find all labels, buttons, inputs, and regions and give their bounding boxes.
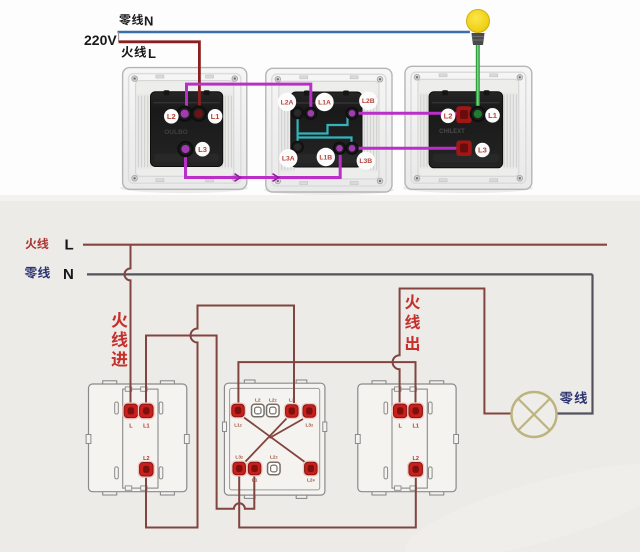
svg-text:L12: L12: [234, 423, 242, 429]
svg-text:L1: L1: [412, 424, 418, 430]
svg-text:L: L: [129, 424, 133, 430]
svg-text:L32: L32: [305, 423, 313, 429]
svg-text:L24: L24: [307, 478, 315, 484]
svg-text:L1: L1: [211, 112, 221, 121]
svg-text:L1: L1: [488, 111, 498, 120]
svg-text:L32: L32: [235, 455, 243, 461]
svg-text:L2: L2: [444, 112, 453, 121]
svg-text:220V: 220V: [84, 32, 117, 48]
svg-text:L1A: L1A: [318, 99, 331, 106]
svg-text:L2: L2: [412, 456, 418, 462]
svg-text:L3A: L3A: [282, 156, 295, 163]
svg-text:L2: L2: [167, 112, 176, 121]
svg-text:L22: L22: [269, 398, 277, 404]
svg-text:L3: L3: [478, 146, 487, 155]
svg-text:L2: L2: [143, 456, 149, 462]
svg-text:L2: L2: [255, 398, 261, 404]
svg-text:L1: L1: [252, 478, 258, 484]
svg-text:L3B: L3B: [359, 158, 372, 165]
svg-text:L2A: L2A: [281, 99, 294, 106]
svg-text:L1B: L1B: [319, 154, 332, 161]
svg-text:L: L: [399, 424, 403, 430]
svg-text:L2B: L2B: [362, 98, 375, 105]
svg-text:L22: L22: [270, 455, 278, 461]
svg-text:N: N: [63, 266, 74, 283]
svg-text:L: L: [65, 237, 74, 254]
svg-text:N: N: [144, 14, 153, 29]
svg-text:L: L: [148, 46, 156, 61]
svg-text:L1: L1: [143, 424, 149, 430]
svg-text:OULBO: OULBO: [164, 129, 187, 136]
svg-text:L3: L3: [198, 145, 207, 154]
svg-text:CHILEXT: CHILEXT: [439, 129, 465, 135]
svg-text:L3: L3: [289, 398, 295, 404]
